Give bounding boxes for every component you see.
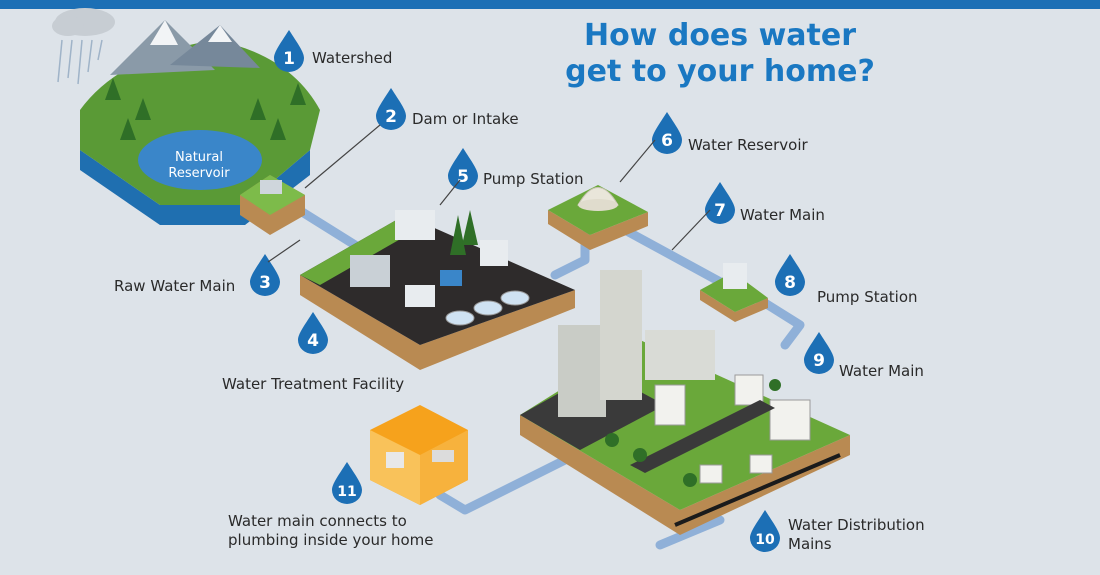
- step-9-drop-icon: 9: [802, 330, 836, 374]
- step-3-label: Raw Water Main: [114, 277, 236, 295]
- step-11-label-line2: plumbing inside your home: [228, 531, 434, 549]
- title-line-1: How does water: [583, 18, 857, 53]
- step-4-label: Water Treatment Facility: [222, 375, 405, 393]
- step-6-number: 6: [661, 131, 673, 151]
- step-3-drop-icon: 3: [248, 252, 282, 296]
- home-cutaway: [370, 405, 468, 505]
- watershed-block: [80, 20, 320, 225]
- treatment-facility-block: [300, 210, 575, 370]
- step-7-drop-icon: 7: [703, 180, 737, 224]
- step-5-drop-icon: 5: [446, 146, 480, 190]
- step-1-drop-icon: 1: [272, 28, 306, 72]
- step-10-label: Water Distribution Mains: [788, 516, 925, 554]
- title-line-2: get to your home?: [565, 54, 875, 89]
- step-11-number: 11: [337, 484, 356, 500]
- step-6-label: Water Reservoir: [688, 136, 808, 154]
- natural-reservoir-label: Natural Reservoir: [162, 150, 236, 182]
- natural-reservoir-line1: Natural: [175, 150, 223, 165]
- step-2-drop-icon: 2: [374, 86, 408, 130]
- natural-reservoir-line2: Reservoir: [168, 166, 230, 181]
- step-8-drop-icon: 8: [773, 252, 807, 296]
- city-block: [520, 270, 850, 535]
- pump-station-block: [700, 263, 768, 322]
- page-title: How does water get to your home?: [560, 18, 880, 90]
- step-9-label: Water Main: [839, 362, 924, 380]
- rain-cloud: [52, 8, 115, 85]
- distribution-main-pipe: [655, 515, 725, 550]
- home-connection-pipe: [435, 450, 580, 515]
- step-11-drop-icon: 11: [330, 460, 364, 504]
- step-3-number: 3: [259, 273, 271, 293]
- step-11-label: Water main connects to plumbing inside y…: [228, 512, 434, 550]
- water-reservoir-block: [548, 185, 648, 250]
- step-8-number: 8: [784, 273, 796, 293]
- dam-intake-block: [240, 175, 305, 235]
- step-6-drop-icon: 6: [650, 110, 684, 154]
- step-9-number: 9: [813, 351, 825, 371]
- step-11-label-line1: Water main connects to: [228, 512, 407, 530]
- reservoir-to-pump-pipe: [620, 225, 740, 295]
- step-7-number: 7: [714, 201, 726, 221]
- step-4-drop-icon: 4: [296, 310, 330, 354]
- step-10-drop-icon: 10: [748, 508, 782, 552]
- step-1-label: Watershed: [312, 49, 393, 67]
- top-accent-bar: [0, 0, 1100, 9]
- pump-to-city-pipe: [755, 295, 805, 350]
- step-1-number: 1: [283, 49, 295, 69]
- step-10-number: 10: [755, 532, 775, 548]
- step-2-label: Dam or Intake: [412, 110, 519, 128]
- step-4-number: 4: [307, 331, 319, 351]
- step-7-label: Water Main: [740, 206, 825, 224]
- step-10-label-line1: Water Distribution: [788, 516, 925, 534]
- step-8-label: Pump Station: [817, 288, 918, 306]
- step-2-number: 2: [385, 107, 397, 127]
- step-5-label: Pump Station: [483, 170, 584, 188]
- step-10-label-line2: Mains: [788, 535, 832, 553]
- step-5-number: 5: [457, 167, 469, 187]
